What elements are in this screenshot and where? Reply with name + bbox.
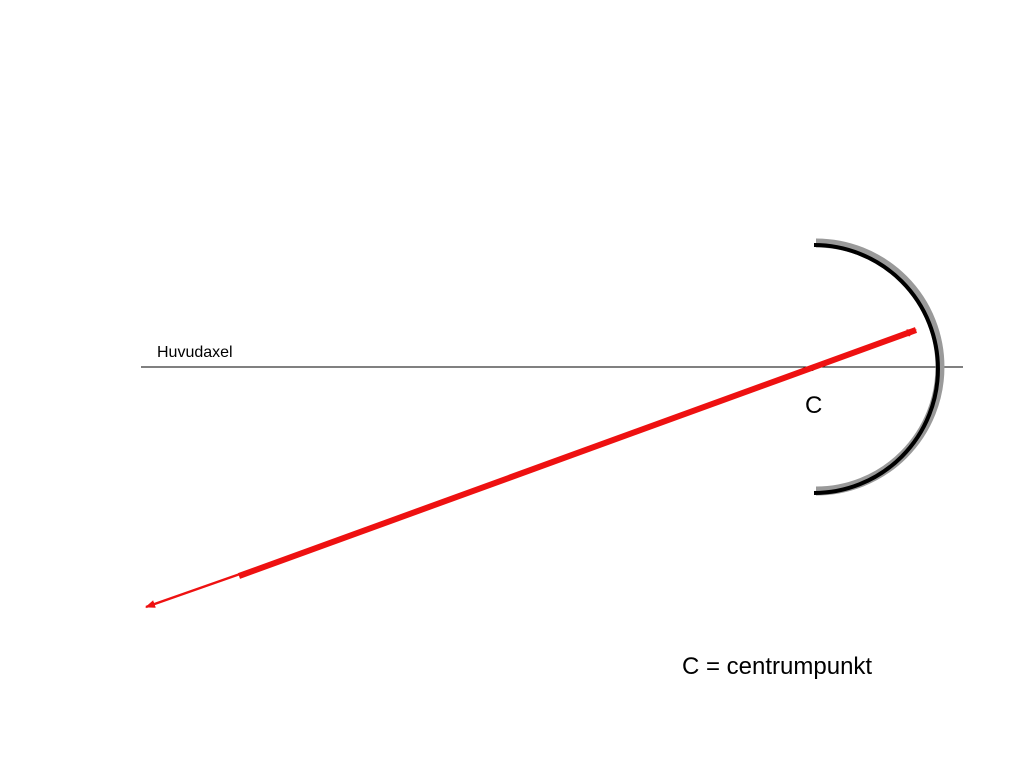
incident-ray [237,327,918,579]
center-point-label: C [805,392,823,419]
center-definition-note: C = centrumpunkt [682,653,873,680]
axis-label: Huvudaxel [157,344,233,361]
reflected-ray [145,572,241,609]
concave-mirror [813,243,940,495]
